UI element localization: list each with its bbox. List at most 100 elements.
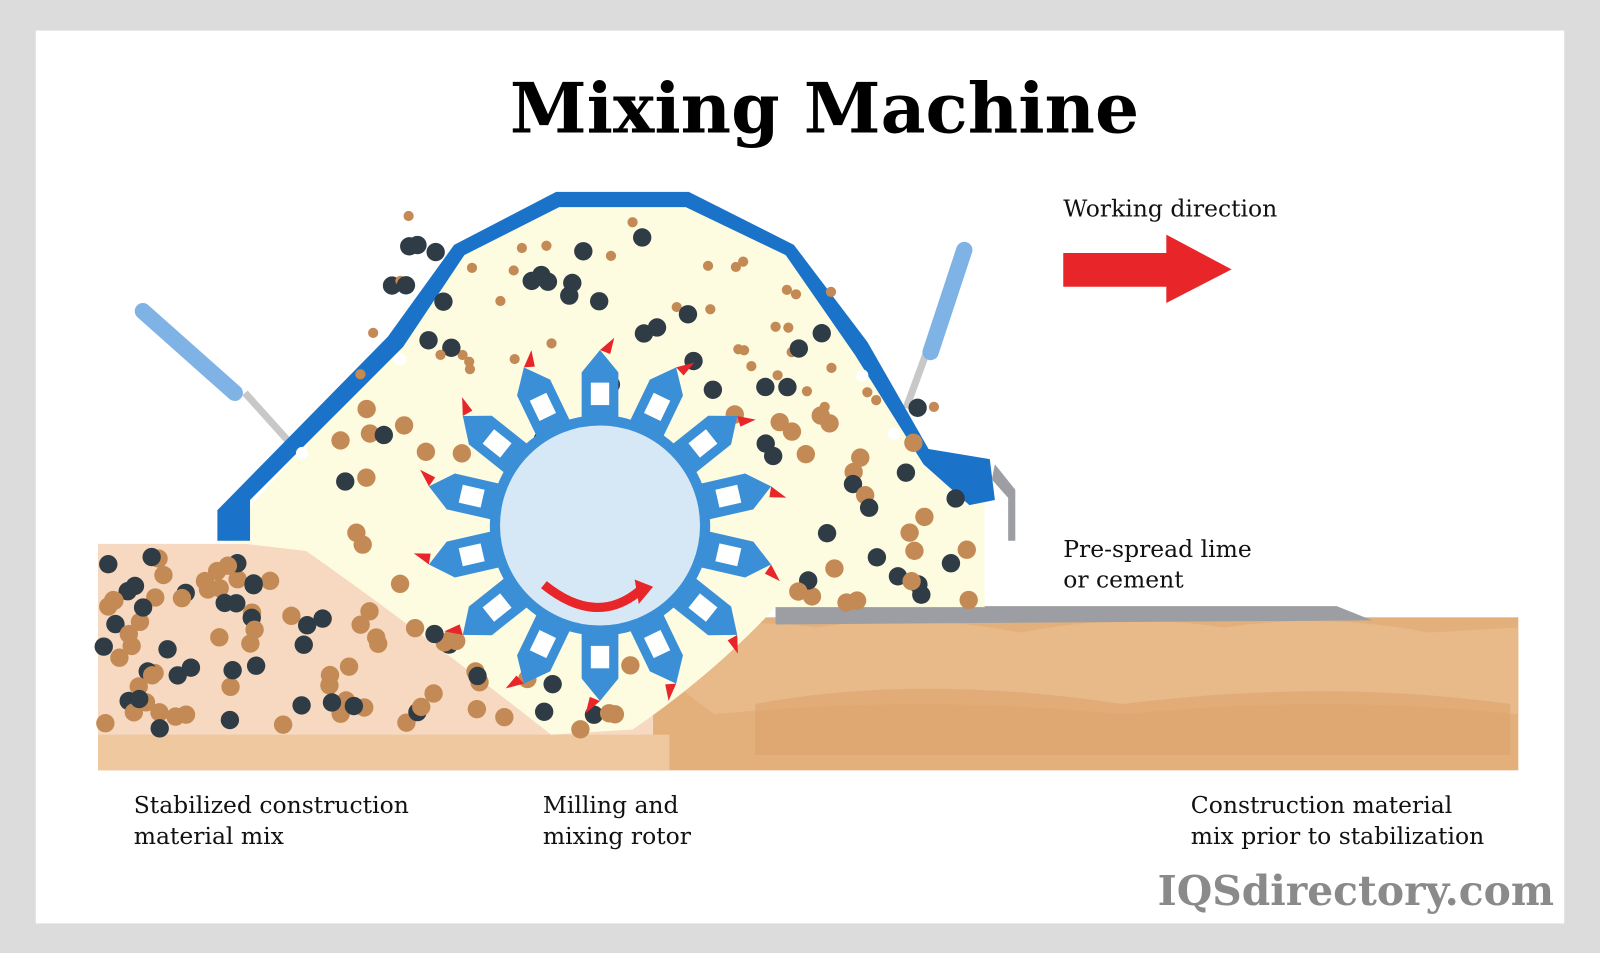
- particle: [260, 571, 280, 591]
- particle: [245, 620, 264, 639]
- rotor-tooth: [695, 473, 787, 521]
- particle: [246, 656, 266, 675]
- particle: [756, 377, 775, 397]
- particle: [181, 658, 201, 677]
- particle: [146, 588, 165, 607]
- particle: [142, 547, 161, 567]
- particle: [817, 524, 837, 543]
- particle: [541, 240, 552, 251]
- particle: [336, 472, 355, 491]
- prior-label-2: mix prior to stabilization: [1191, 822, 1484, 850]
- particle: [351, 615, 370, 634]
- particle: [811, 406, 830, 425]
- particle: [770, 412, 789, 432]
- particle: [770, 321, 781, 332]
- particle: [915, 507, 934, 527]
- mixing-rotor: [413, 337, 787, 714]
- brand-logo: IQSdirectory.com: [1158, 867, 1554, 915]
- particle: [390, 574, 410, 594]
- particle: [900, 523, 919, 542]
- particle: [374, 425, 394, 445]
- particle: [946, 489, 965, 508]
- particle: [403, 210, 414, 222]
- particle: [546, 338, 557, 349]
- particle: [763, 446, 783, 466]
- particle: [466, 262, 478, 273]
- particle: [746, 361, 757, 372]
- particle: [738, 256, 749, 267]
- particle: [150, 703, 169, 722]
- particle: [369, 634, 388, 653]
- particle: [106, 614, 125, 634]
- aggregate-particles: [94, 210, 978, 739]
- particle: [705, 304, 716, 315]
- particle: [207, 561, 227, 581]
- particle: [220, 710, 240, 730]
- page-title: Mixing Machine: [510, 69, 1139, 150]
- particle: [825, 286, 837, 297]
- particle: [396, 276, 416, 295]
- rotor-tooth: [505, 609, 573, 689]
- particle: [464, 356, 475, 367]
- particle: [789, 339, 809, 358]
- particle: [871, 395, 882, 406]
- particle: [434, 292, 453, 311]
- particle: [702, 260, 714, 271]
- particle: [408, 235, 427, 255]
- particle: [442, 338, 461, 357]
- particle: [133, 598, 153, 617]
- particle: [331, 431, 350, 450]
- particle: [908, 398, 927, 418]
- particle: [495, 295, 506, 307]
- particle: [355, 369, 366, 380]
- particle: [294, 635, 313, 654]
- particle: [99, 555, 118, 574]
- pre-spread-layer: [775, 606, 1373, 625]
- particle: [357, 468, 376, 487]
- particle: [282, 606, 301, 626]
- left-arm: [134, 303, 294, 447]
- rotor-label-1: Milling and: [543, 791, 679, 819]
- particle: [801, 386, 813, 397]
- particle: [313, 609, 332, 628]
- particle: [678, 305, 698, 324]
- particle: [789, 582, 808, 601]
- pre-spread-label-1: Pre-spread lime: [1063, 535, 1252, 563]
- particle: [905, 541, 924, 561]
- particle: [896, 463, 916, 482]
- particle: [442, 629, 461, 648]
- particle: [912, 585, 931, 604]
- hood: [217, 191, 995, 541]
- particle: [368, 327, 379, 338]
- particle: [130, 689, 149, 709]
- particle: [941, 554, 961, 573]
- rotor-label-2: mixing rotor: [543, 822, 692, 850]
- particle: [221, 677, 240, 697]
- particle: [435, 349, 446, 360]
- particle: [571, 720, 590, 739]
- particle: [826, 362, 837, 373]
- rotor-tooth: [413, 530, 505, 578]
- working-direction-arrow-icon: [1063, 234, 1232, 304]
- particle: [210, 628, 229, 647]
- particle: [538, 272, 558, 291]
- particle: [198, 580, 218, 599]
- particle: [105, 591, 124, 610]
- particle: [647, 318, 667, 337]
- particle: [426, 242, 445, 262]
- particle: [574, 242, 593, 261]
- particle: [862, 387, 873, 398]
- particle: [837, 593, 856, 612]
- rotor-tooth: [581, 627, 619, 714]
- particle: [959, 590, 978, 610]
- particle: [339, 657, 359, 676]
- particle: [176, 705, 196, 724]
- stabilized-label-1: Stabilized construction: [134, 791, 409, 819]
- particle: [424, 684, 443, 703]
- right-arm: [902, 241, 973, 410]
- particle: [142, 666, 162, 685]
- rotor-tooth: [695, 530, 780, 582]
- particle: [94, 637, 113, 656]
- particle: [733, 344, 744, 355]
